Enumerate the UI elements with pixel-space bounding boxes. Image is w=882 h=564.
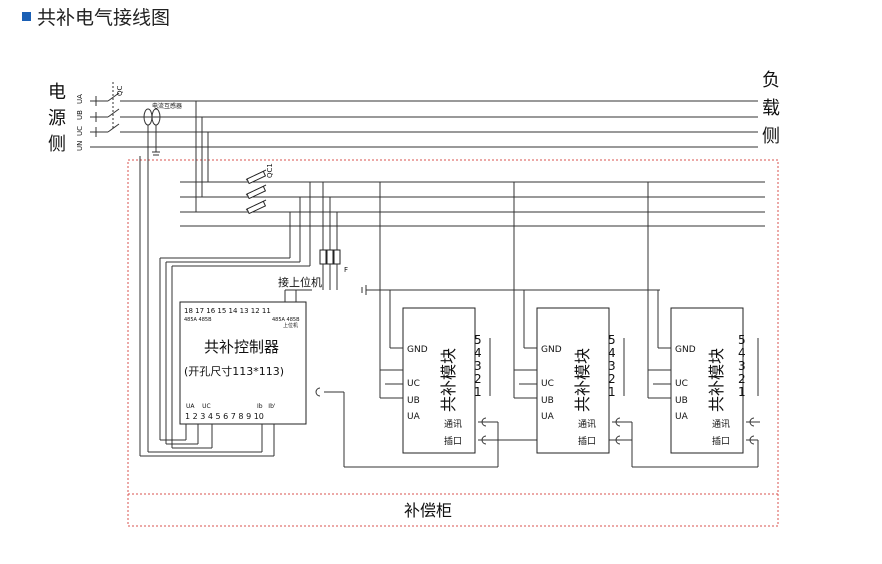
module-2-uc: UC [541,379,554,389]
module-3-num-3: 3 [738,359,746,373]
module-2-num-1: 1 [608,385,616,399]
phase-label-ua: UA [76,94,84,104]
module-3-num-5: 5 [738,333,746,347]
module-2-socket: 插口 [578,435,596,447]
module-1-num-3: 3 [474,359,482,373]
module-1-title: 共补模块 [439,348,458,412]
controller-top-right-sub2: 上位机 [283,322,298,329]
module-1-gnd: GND [407,345,428,355]
comm-connectors [481,417,755,445]
module-3-gnd: GND [675,345,696,355]
module-2-num-5: 5 [608,333,616,347]
module-1-num-1: 1 [474,385,482,399]
module-1-ub: UB [407,396,420,406]
ct-label: 电流互感器 [152,102,182,110]
controller-wiring [139,156,498,468]
module-1-socket: 插口 [444,435,462,447]
controller-top-numbers: 18 17 16 15 14 13 12 11 [184,307,271,315]
cabinet-label: 补偿柜 [404,501,452,520]
cabinet-bus [180,101,765,227]
load-side-char-2: 载 [762,98,780,119]
module-2 [513,182,758,468]
main-bus-lines [90,82,758,148]
module-1-num-5: 5 [474,333,482,347]
fuse-label: F [344,266,348,274]
ground-symbol [361,285,660,295]
source-side-char-3: 侧 [48,134,66,155]
module-3-comm: 通讯 [712,419,730,430]
load-side-char-1: 负 [762,70,780,91]
controller-box [179,301,307,425]
controller-bottom-labels-left: UA UC [186,403,211,410]
controller-top-right-sub: 485A 485B [272,317,300,323]
module-2-num-3: 3 [608,359,616,373]
controller-top-left-sub: 485A 485B [184,317,212,323]
title-bullet-icon [22,11,31,21]
module-2-title: 共补模块 [573,348,592,412]
module-1-comm: 通讯 [444,419,462,430]
phase-label-un: UN [76,141,84,151]
page-title: 共补电气接线图 [37,6,171,29]
module-1-ua: UA [407,412,421,422]
source-side-char-1: 电 [48,82,66,103]
module-2-gnd: GND [541,345,562,355]
module-2-comm: 通讯 [578,419,596,430]
page-header: 共补电气接线图 [22,4,171,29]
controller-bottom-numbers: 1 2 3 4 5 6 7 8 9 10 [185,412,264,421]
breaker-qc1-label: QC1 [266,163,274,178]
phase-label-uc: UC [76,126,84,136]
current-transformer [143,108,161,158]
module-3-uc: UC [675,379,688,389]
module-3-ua: UA [675,412,689,422]
load-side-char-3: 侧 [762,126,780,147]
fuse-block [319,182,341,290]
module-1-num-2: 2 [474,372,482,386]
module-2-ua: UA [541,412,555,422]
module-2-num-2: 2 [608,372,616,386]
breaker-qc1 [245,169,267,215]
module-3-title: 共补模块 [707,348,726,412]
switch-qc-label: QC [116,85,124,96]
module-3-num-2: 2 [738,372,746,386]
module-1-num-4: 4 [474,346,482,360]
source-side-char-2: 源 [48,108,66,129]
module-2-ub: UB [541,396,554,406]
controller-title: 共补控制器 [204,338,279,356]
controller-bottom-labels-right: Ib Ib' [257,403,276,410]
controller-size-note: (开孔尺寸113*113) [184,364,284,378]
module-2-num-4: 4 [608,346,616,360]
module-3-ub: UB [675,396,688,406]
cabinet-border [127,159,779,527]
module-1 [379,182,632,467]
upper-pc-label: 接上位机 [278,275,322,289]
module-1-uc: UC [407,379,420,389]
module-3-socket: 插口 [712,435,730,447]
module-3 [647,182,760,467]
module-3-num-4: 4 [738,346,746,360]
phase-label-ub: UB [76,110,84,120]
module-3-num-1: 1 [738,385,746,399]
